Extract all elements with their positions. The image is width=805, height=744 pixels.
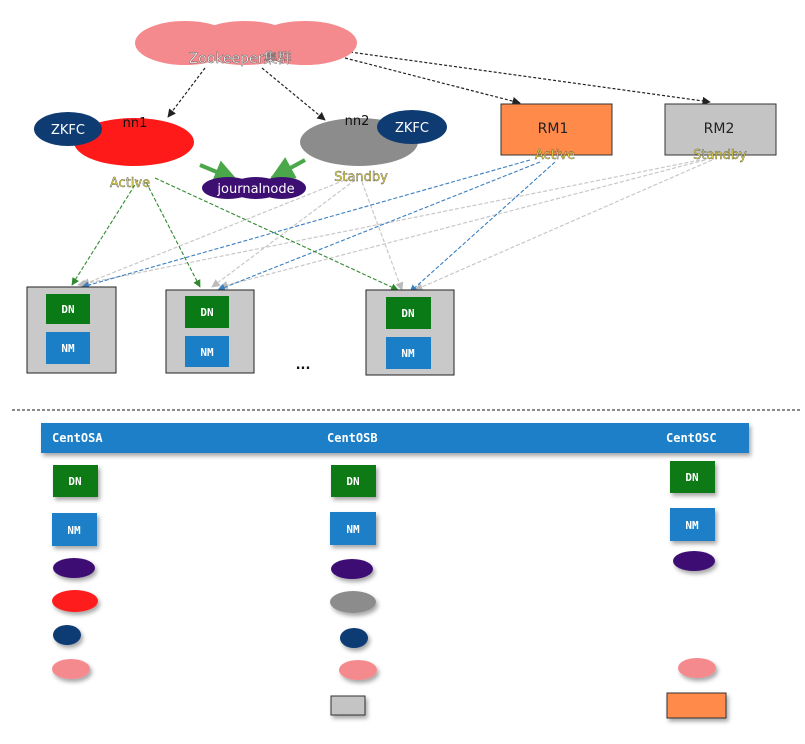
dn-label: DN <box>346 475 359 488</box>
resourcemanager-rm2: RM2 Standby <box>664 103 777 163</box>
host-name-centosa: CentOSA <box>52 431 103 445</box>
rm1-to-node3-line <box>409 161 556 293</box>
nn2-state: Standby <box>334 170 388 185</box>
dn-box <box>53 465 98 497</box>
dn-label: DN <box>61 303 74 316</box>
dn-box <box>331 465 376 497</box>
journalnode-legend-ellipse <box>53 558 95 578</box>
resourcemanager-rm1: RM1 Active <box>500 103 613 163</box>
dn-box <box>386 297 431 329</box>
nm-box <box>386 337 431 369</box>
connections <box>71 51 713 293</box>
zookeeper-label: Zookeeper集群 <box>189 50 292 67</box>
zookeeper-legend-ellipse <box>52 659 90 679</box>
nm-box <box>52 513 97 546</box>
rm2-box <box>664 103 777 156</box>
zookeeper-legend-ellipse <box>339 660 377 680</box>
nn1-state: Active <box>110 176 150 191</box>
nn2-to-node1-line <box>81 177 351 287</box>
journalnode-label: journalnode <box>216 182 294 197</box>
namenode-nn2: ZKFC nn2 Standby <box>300 110 447 185</box>
dn-label: DN <box>68 475 81 488</box>
zookeeper-cluster: Zookeeper集群 <box>135 21 357 67</box>
journalnode-legend-ellipse <box>673 551 715 571</box>
dn-box <box>670 461 715 493</box>
nn1-to-node1-line <box>71 179 139 286</box>
nm-label: NM <box>61 342 75 355</box>
rm1-box <box>500 103 613 156</box>
zkfc-nn1-ellipse <box>34 112 102 146</box>
host-name-centosb: CentOSB <box>327 431 378 445</box>
zk-to-rm1-arrow <box>344 57 521 106</box>
host-centosb-services: DN NM <box>330 465 377 716</box>
nn1-to-node2-line <box>145 181 201 288</box>
host-name-centosc: CentOSC <box>666 431 717 445</box>
nm-label: NM <box>685 519 699 532</box>
rm2-to-node1-line <box>77 159 701 288</box>
rm1-state: Active <box>535 148 575 163</box>
nm-box <box>46 332 90 364</box>
rm1-to-node2-line <box>217 161 541 292</box>
zkfc-nn2-ellipse <box>377 110 447 144</box>
nm-label: NM <box>67 524 81 537</box>
rm2-state: Standby <box>693 148 747 163</box>
zkfc-nn1-label: ZKFC <box>51 123 85 138</box>
journalnode-cluster: journalnode <box>202 177 306 199</box>
nm-box <box>185 336 229 367</box>
zk-to-nn2-arrow <box>261 67 326 121</box>
nn2-to-node3-line <box>361 181 404 291</box>
journalnode-ellipse-3 <box>258 177 306 199</box>
rm2-to-node3-line <box>414 159 713 291</box>
zk-to-nn1-arrow <box>167 67 206 118</box>
nm-label: NM <box>200 346 214 359</box>
rm1-name: RM1 <box>538 121 569 137</box>
worker-node-1: DN NM <box>26 286 117 374</box>
nn1-to-node3-line <box>154 177 399 291</box>
journalnode-legend-ellipse <box>331 559 373 579</box>
zk-to-rm2-arrow <box>349 51 711 106</box>
nn1-ellipse <box>74 118 194 166</box>
namenode-nn1: ZKFC nn1 Active <box>34 112 194 191</box>
zookeeper-ellipse-3 <box>253 21 357 65</box>
nm-label: NM <box>346 523 360 536</box>
rm2-legend-box <box>330 695 366 716</box>
worker-node-2: DN NM <box>165 289 255 374</box>
nn2-to-journalnode-arrow <box>269 157 306 180</box>
dn-label: DN <box>200 306 213 319</box>
host-header-bar <box>41 423 749 453</box>
nn1-legend-ellipse <box>52 590 98 612</box>
host-centosa-services: DN NM <box>52 465 98 679</box>
rm2-to-node2-line <box>219 159 706 290</box>
nn2-legend-ellipse <box>330 591 376 613</box>
worker-node-3: DN NM <box>365 289 455 376</box>
nn2-name: nn2 <box>345 114 370 129</box>
zkfc-legend-ellipse <box>340 628 368 648</box>
zkfc-legend-ellipse <box>53 625 81 645</box>
host-centosc-services: DN NM <box>666 461 727 719</box>
nm-label: NM <box>401 347 415 360</box>
nn1-name: nn1 <box>123 116 148 131</box>
dn-box <box>46 294 90 324</box>
dn-box <box>185 296 229 328</box>
rm2-name: RM2 <box>704 121 735 137</box>
dn-label: DN <box>401 307 414 320</box>
nm-box <box>670 508 715 541</box>
host-allocation: CentOSA CentOSB CentOSC DN NM DN NM <box>41 423 749 719</box>
dn-label: DN <box>685 471 698 484</box>
zkfc-nn2-label: ZKFC <box>395 121 429 136</box>
rm1-legend-box <box>666 692 727 719</box>
zookeeper-legend-ellipse <box>678 658 716 678</box>
ellipsis: ... <box>296 358 311 373</box>
nm-box <box>330 512 376 545</box>
